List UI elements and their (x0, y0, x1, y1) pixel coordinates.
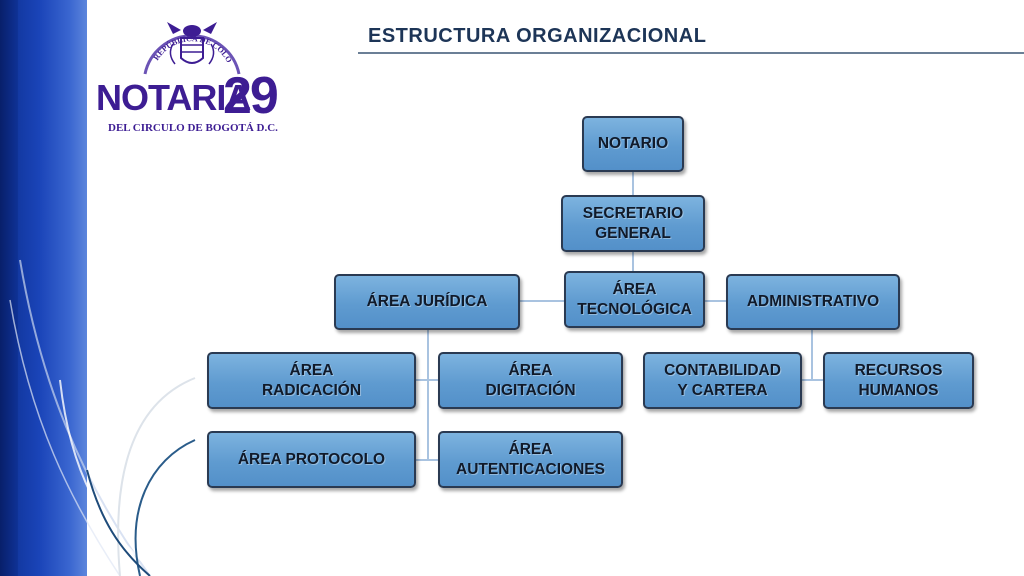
node-administrativo-label: ADMINISTRATIVO (746, 293, 880, 311)
sidebar-edge (0, 0, 18, 576)
node-recursos-humanos-label: RECURSOS HUMANOS (854, 362, 943, 399)
node-notario: NOTARIO (582, 116, 684, 172)
node-contabilidad-cartera-label: CONTABILIDAD Y CARTERA (664, 362, 781, 399)
node-area-radicacion-label: ÁREA RADICACIÓN (261, 362, 362, 399)
node-area-protocolo-label: ÁREA PROTOCOLO (237, 450, 386, 468)
node-administrativo: ADMINISTRATIVO (726, 274, 900, 330)
node-area-tecnologica-label: ÁREA TECNOLÓGICA (577, 281, 692, 318)
title-underline (358, 52, 1024, 54)
node-area-juridica-label: ÁREA JURÍDICA (366, 293, 488, 311)
node-recursos-humanos: RECURSOS HUMANOS (823, 352, 974, 409)
node-secretario-general-label: SECRETARIO GENERAL (582, 205, 684, 242)
node-area-radicacion: ÁREA RADICACIÓN (207, 352, 416, 409)
node-area-protocolo: ÁREA PROTOCOLO (207, 431, 416, 488)
node-secretario-general: SECRETARIO GENERAL (561, 195, 705, 252)
logo-name: NOTARIA (96, 77, 251, 118)
node-area-digitacion-label: ÁREA DIGITACIÓN (485, 362, 576, 399)
logo-subtitle: DEL CIRCULO DE BOGOTÁ D.C. (108, 122, 278, 134)
colombia-coat-of-arms-icon: REPÚBLICA DE COLOMBIA (137, 4, 241, 75)
node-contabilidad-cartera: CONTABILIDAD Y CARTERA (643, 352, 802, 409)
logo-number: 29 (223, 67, 279, 125)
page-title: ESTRUCTURA ORGANIZACIONAL (368, 25, 707, 47)
node-area-juridica: ÁREA JURÍDICA (334, 274, 520, 330)
sidebar-band (0, 0, 87, 576)
node-area-digitacion: ÁREA DIGITACIÓN (438, 352, 623, 409)
node-area-tecnologica: ÁREA TECNOLÓGICA (564, 271, 705, 328)
decorative-swoosh (9, 259, 196, 576)
notaria-logo: REPÚBLICA DE COLOMBIA NOTARIA 29 DEL CIR… (87, 0, 290, 145)
node-area-autenticaciones: ÁREA AUTENTICACIONES (438, 431, 623, 488)
node-area-autenticaciones-label: ÁREA AUTENTICACIONES (456, 441, 605, 478)
node-notario-label: NOTARIO (597, 135, 669, 153)
